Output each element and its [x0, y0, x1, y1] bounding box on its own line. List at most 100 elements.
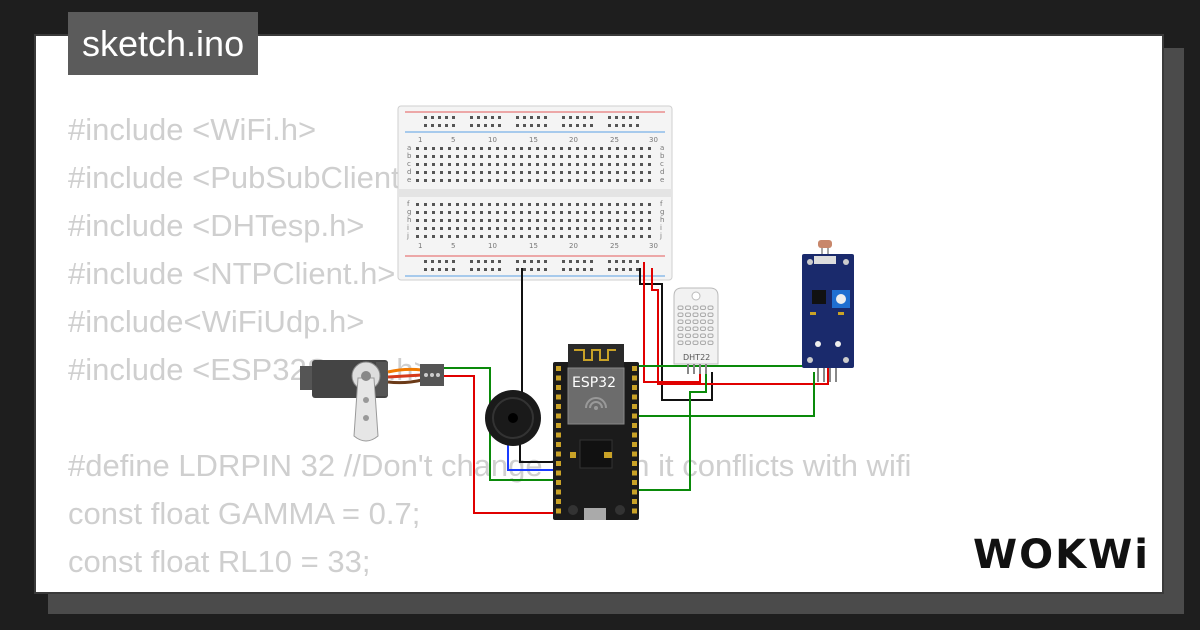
esp32-pin[interactable] [632, 489, 637, 495]
esp32-pin[interactable] [632, 366, 637, 371]
breadboard-hole [569, 124, 572, 127]
esp32-pin[interactable] [556, 375, 561, 381]
breadboard-hole [480, 219, 483, 222]
breadboard-hole [448, 171, 451, 174]
breadboard-hole [632, 155, 635, 158]
breadboard-hole [608, 211, 611, 214]
breadboard-hole [488, 155, 491, 158]
esp32-pin[interactable] [632, 385, 637, 390]
column-number: 10 [488, 242, 497, 250]
breadboard-hole [648, 171, 651, 174]
breadboard-hole [640, 155, 643, 158]
breadboard-hole [600, 163, 603, 166]
esp32-pin[interactable] [556, 470, 561, 476]
buzzer[interactable] [485, 390, 541, 446]
breadboard-hole [472, 163, 475, 166]
breadboard-hole [416, 179, 419, 182]
breadboard-hole [491, 116, 494, 119]
breadboard-hole [590, 124, 593, 127]
esp32-pin[interactable] [632, 413, 637, 419]
breadboard-hole [464, 203, 467, 206]
breadboard-hole [616, 147, 619, 150]
breadboard-hole [472, 203, 475, 206]
esp32-pin[interactable] [556, 461, 561, 466]
breadboard-hole [512, 179, 515, 182]
esp32-pin[interactable] [556, 423, 561, 428]
esp32-pin[interactable] [632, 499, 637, 504]
breadboard-hole [640, 163, 643, 166]
esp32-pin[interactable] [556, 442, 561, 447]
servo-motor[interactable] [300, 360, 444, 442]
breadboard-hole [416, 147, 419, 150]
dht22-vent [707, 340, 714, 345]
esp32-pin[interactable] [632, 404, 637, 409]
esp32-pin[interactable] [632, 423, 637, 428]
esp32-pin[interactable] [632, 375, 637, 381]
breadboard-hole [431, 268, 434, 271]
breadboard-hole [440, 155, 443, 158]
dht22-vent [685, 305, 691, 310]
esp32-board[interactable]: ESP32 [553, 344, 639, 520]
esp32-pin[interactable] [632, 480, 637, 485]
esp32-pin[interactable] [632, 508, 637, 514]
esp32-pin[interactable] [556, 451, 561, 457]
esp32-pin[interactable] [556, 385, 561, 390]
code-line: const float RL10 = 33; [68, 544, 371, 579]
esp32-pin[interactable] [556, 394, 561, 400]
breadboard-hole [615, 260, 618, 263]
breadboard-hole [504, 235, 507, 238]
breadboard-hole [615, 268, 618, 271]
dht22-vent [677, 305, 684, 310]
esp32-pin[interactable] [632, 442, 637, 447]
dht22-vent [707, 333, 714, 338]
esp32-pin[interactable] [556, 404, 561, 409]
esp32-pin[interactable] [556, 366, 561, 371]
breadboard-hole [552, 203, 555, 206]
breadboard-hole [600, 179, 603, 182]
breadboard-hole [452, 116, 455, 119]
breadboard-hole [562, 116, 565, 119]
dht22-vent [707, 305, 714, 310]
breadboard[interactable]: 1 5 10 15 20 25 30 1 5 10 15 20 25 30 a … [397, 105, 673, 281]
breadboard-hole [636, 116, 639, 119]
breadboard-hole [624, 219, 627, 222]
breadboard-hole [536, 203, 539, 206]
breadboard-hole [590, 260, 593, 263]
column-number: 20 [569, 136, 578, 144]
breadboard-hole [512, 235, 515, 238]
breadboard-hole [424, 171, 427, 174]
breadboard-hole [496, 211, 499, 214]
svg-text:h: h [407, 216, 411, 224]
esp32-pin[interactable] [556, 508, 561, 514]
esp32-pin[interactable] [632, 451, 637, 457]
svg-text:c: c [660, 160, 664, 168]
breadboard-hole [480, 171, 483, 174]
esp32-pin[interactable] [556, 480, 561, 485]
breadboard-hole [424, 124, 427, 127]
breadboard-hole [624, 171, 627, 174]
esp32-pin[interactable] [632, 461, 637, 466]
ldr-sensor-module[interactable] [802, 240, 854, 382]
esp32-pin[interactable] [556, 489, 561, 495]
breadboard-hole [592, 219, 595, 222]
breadboard-hole [616, 171, 619, 174]
breadboard-hole [432, 227, 435, 230]
breadboard-hole [537, 268, 540, 271]
breadboard-hole [477, 268, 480, 271]
dht22-sensor[interactable]: DHT22 [673, 287, 719, 374]
breadboard-hole [648, 163, 651, 166]
svg-text:c: c [407, 160, 411, 168]
esp32-pin[interactable] [556, 499, 561, 504]
dht22-vent [700, 333, 706, 338]
breadboard-hole [592, 155, 595, 158]
esp32-pin[interactable] [632, 394, 637, 400]
breadboard-hole [616, 155, 619, 158]
esp32-pin[interactable] [556, 413, 561, 419]
esp32-pin[interactable] [632, 470, 637, 476]
breadboard-hole [640, 227, 643, 230]
breadboard-hole [456, 147, 459, 150]
svg-text:g: g [407, 208, 411, 216]
esp32-pin[interactable] [632, 432, 637, 438]
esp32-pin[interactable] [556, 432, 561, 438]
breadboard-hole [576, 163, 579, 166]
